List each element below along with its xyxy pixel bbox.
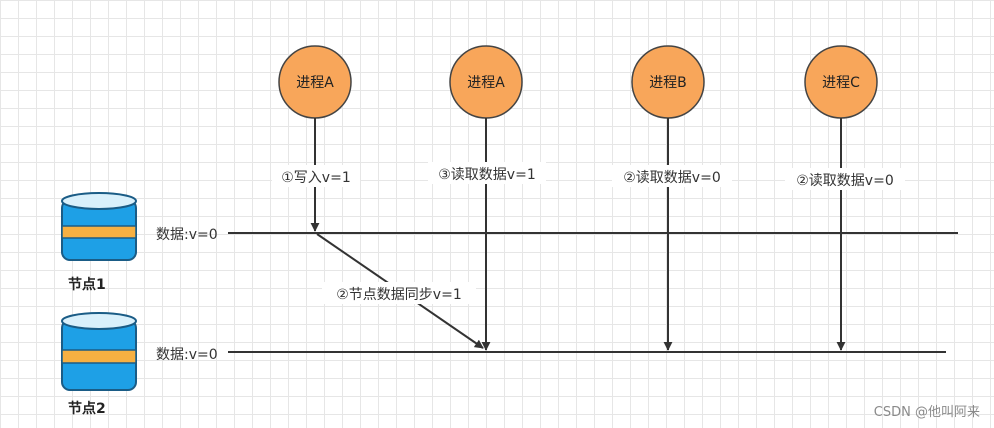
write-action-label: ①写入v=1	[281, 170, 350, 186]
read-a-action-label: ③读取数据v=1	[438, 166, 535, 183]
process-a-write-label: 进程A	[296, 75, 334, 91]
node2-data-label: 数据:v=0	[156, 347, 218, 363]
node1-database-icon	[61, 192, 137, 261]
read-c-action-label: ②读取数据v=0	[796, 172, 893, 189]
process-a-read-label: 进程A	[467, 75, 505, 91]
watermark: CSDN @他叫阿来	[874, 405, 980, 420]
process-b-label: 进程B	[649, 75, 687, 91]
sync-label: ②节点数据同步v=1	[336, 287, 461, 303]
node2-name: 节点2	[68, 400, 106, 417]
node2-database-icon	[61, 312, 137, 391]
read-b-action-label: ②读取数据v=0	[623, 169, 720, 186]
process-c-label: 进程C	[822, 75, 860, 91]
node1-data-label: 数据:v=0	[156, 227, 218, 243]
node1-name: 节点1	[68, 276, 106, 293]
